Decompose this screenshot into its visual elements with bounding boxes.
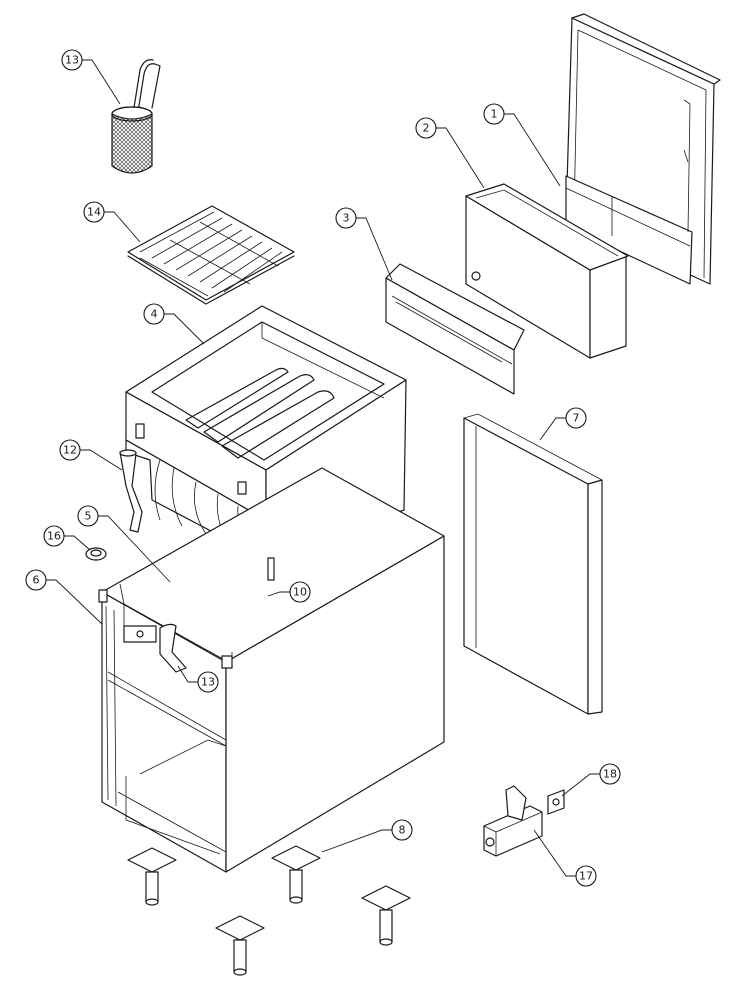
callout-17: 17 <box>575 865 597 887</box>
callout-label: 7 <box>573 412 580 425</box>
callout-label: 10 <box>293 586 307 599</box>
callout-7: 7 <box>565 407 587 429</box>
callout-label: 6 <box>33 574 40 587</box>
callout-label: 5 <box>85 510 92 523</box>
flue-box-part <box>465 183 629 359</box>
rack-part <box>127 205 295 305</box>
callout-1: 1 <box>483 103 505 125</box>
callout-16: 16 <box>43 525 65 547</box>
callout-6: 6 <box>25 569 47 591</box>
callout-label: 16 <box>47 530 61 543</box>
fry-basket-part <box>111 59 161 174</box>
callout-label: 12 <box>63 444 77 457</box>
bracket-part <box>483 785 543 857</box>
callout-10: 10 <box>289 581 311 603</box>
callout-label: 13 <box>65 54 79 67</box>
callout-label: 2 <box>423 122 430 135</box>
callout-label: 14 <box>87 206 101 219</box>
legs-part <box>127 845 411 976</box>
callout-label: 3 <box>343 212 350 225</box>
callout-8: 8 <box>391 819 413 841</box>
callout-18: 18 <box>599 763 621 785</box>
cabinet-part <box>98 467 445 873</box>
callout-label: 4 <box>151 308 158 321</box>
callout-label: 1 <box>491 108 498 121</box>
callout-5: 5 <box>77 505 99 527</box>
callout-label: 18 <box>603 768 617 781</box>
callout-14: 14 <box>83 201 105 223</box>
callout-label: 17 <box>579 870 593 883</box>
callout-4: 4 <box>143 303 165 325</box>
callout-3: 3 <box>335 207 357 229</box>
callout-label: 13 <box>201 676 215 689</box>
leader-lines <box>46 59 600 877</box>
trim-channel-part <box>385 263 525 395</box>
plate-part <box>547 789 565 815</box>
callout-12: 12 <box>59 439 81 461</box>
flue-tube-part <box>119 449 143 533</box>
callout-2: 2 <box>415 117 437 139</box>
callout-13-top: 13 <box>61 49 83 71</box>
callout-label: 8 <box>399 824 406 837</box>
grommet-part <box>85 547 107 561</box>
callout-13-bottom: 13 <box>197 671 219 693</box>
back-flue-part <box>565 13 721 285</box>
side-panel-part <box>463 413 603 715</box>
